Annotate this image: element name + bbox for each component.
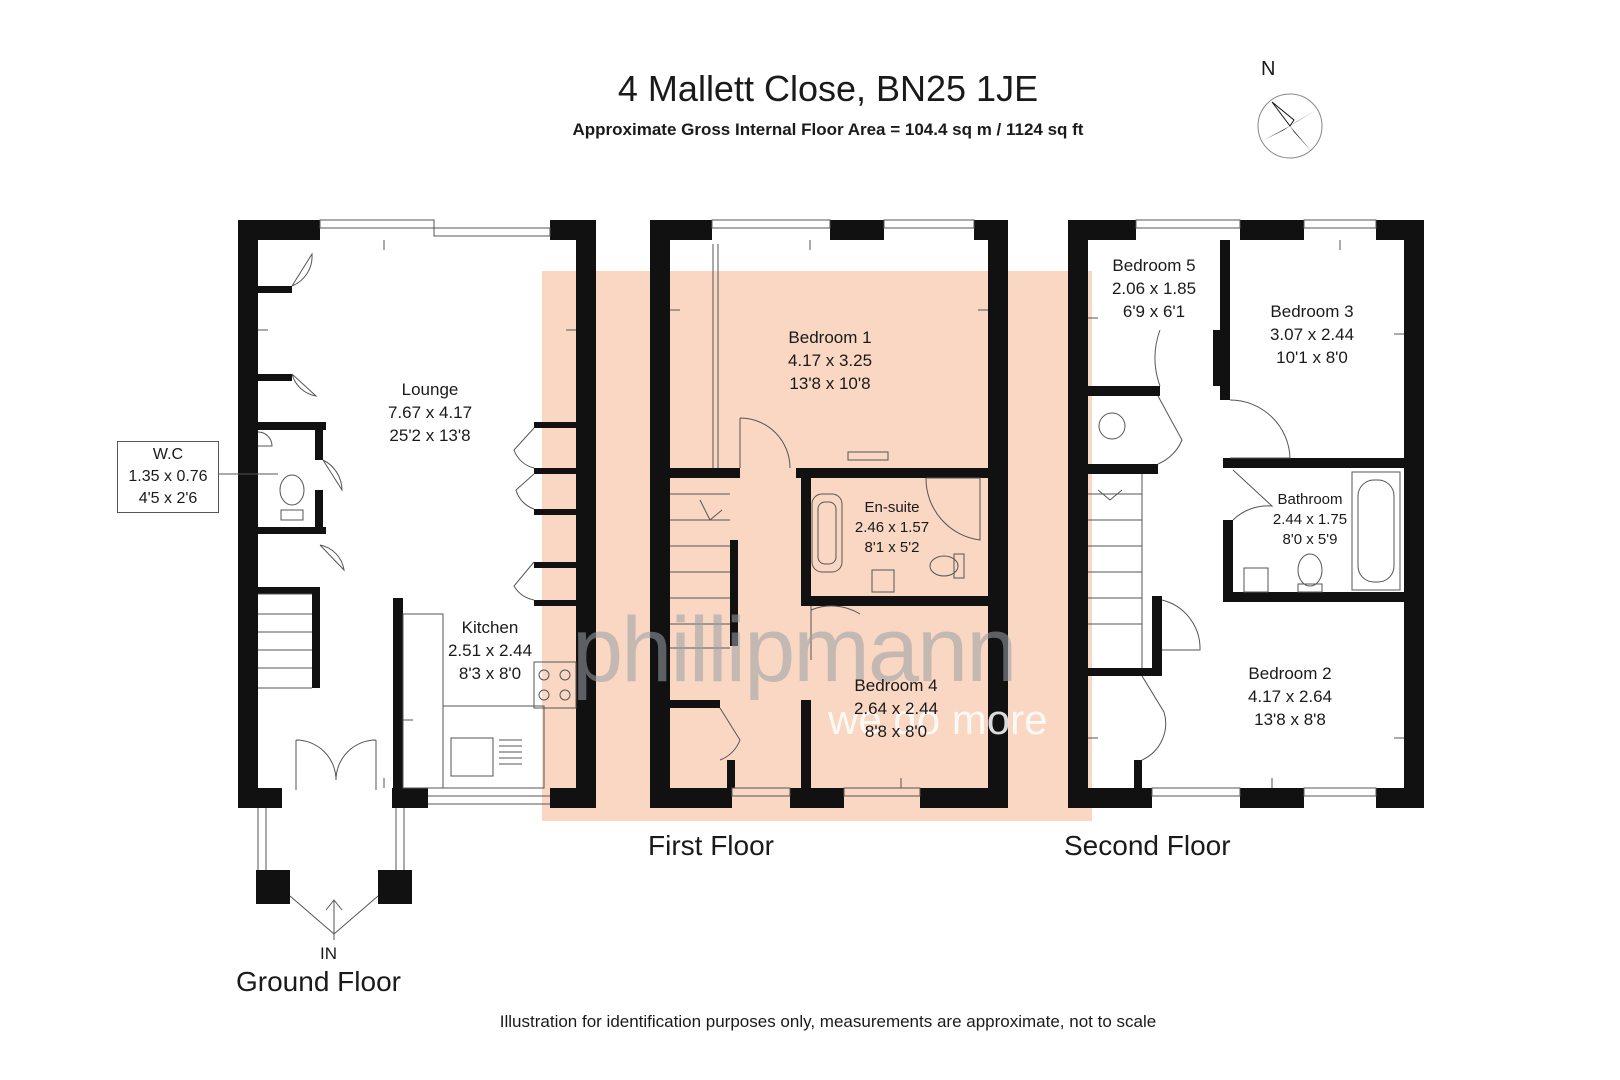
room-ensuite-imperial: 8'1 x 5'2 bbox=[864, 539, 920, 556]
room-bathroom-imperial: 8'0 x 5'9 bbox=[1282, 531, 1338, 548]
room-bedroom4-name: Bedroom 4 bbox=[854, 676, 938, 695]
room-bedroom2-label: Bedroom 2 4.17 x 2.64 13'8 x 8'8 bbox=[1220, 662, 1360, 731]
room-kitchen-label: Kitchen 2.51 x 2.44 8'3 x 8'0 bbox=[420, 616, 560, 685]
watermark-brand: phillipmann bbox=[572, 599, 1017, 701]
room-bedroom1-name: Bedroom 1 bbox=[788, 328, 872, 347]
room-lounge-imperial: 25'2 x 13'8 bbox=[389, 426, 471, 445]
room-lounge-label: Lounge 7.67 x 4.17 25'2 x 13'8 bbox=[360, 378, 500, 447]
room-bathroom-metric: 2.44 x 1.75 bbox=[1272, 511, 1348, 528]
room-bedroom5-label: Bedroom 5 2.06 x 1.85 6'9 x 6'1 bbox=[1086, 254, 1222, 323]
wc-pointer-line bbox=[218, 473, 278, 475]
room-bedroom2-metric: 4.17 x 2.64 bbox=[1247, 687, 1333, 706]
room-bedroom3-metric: 3.07 x 2.44 bbox=[1269, 325, 1355, 344]
page-title: 4 Mallett Close, BN25 1JE bbox=[617, 68, 1039, 109]
room-lounge-metric: 7.67 x 4.17 bbox=[387, 403, 473, 422]
entrance-label: IN bbox=[320, 944, 337, 963]
disclaimer-footer: Illustration for identification purposes… bbox=[499, 1012, 1157, 1031]
room-bedroom5-name: Bedroom 5 bbox=[1112, 256, 1196, 275]
room-bedroom2-name: Bedroom 2 bbox=[1248, 664, 1332, 683]
room-kitchen-imperial: 8'3 x 8'0 bbox=[458, 664, 522, 683]
room-bedroom2-imperial: 13'8 x 8'8 bbox=[1254, 710, 1326, 729]
room-bedroom5-metric: 2.06 x 1.85 bbox=[1111, 279, 1197, 298]
room-bedroom3-imperial: 10'1 x 8'0 bbox=[1276, 348, 1348, 367]
north-label: N bbox=[1261, 58, 1276, 80]
room-bedroom1-label: Bedroom 1 4.17 x 3.25 13'8 x 10'8 bbox=[760, 326, 900, 395]
room-bedroom1-imperial: 13'8 x 10'8 bbox=[789, 374, 871, 393]
room-bedroom5-imperial: 6'9 x 6'1 bbox=[1122, 302, 1186, 321]
room-wc-metric: 1.35 x 0.76 bbox=[128, 468, 208, 485]
room-wc-imperial: 4'5 x 2'6 bbox=[138, 490, 198, 507]
room-bedroom4-imperial: 8'8 x 8'0 bbox=[864, 722, 928, 741]
room-kitchen-metric: 2.51 x 2.44 bbox=[447, 641, 533, 660]
floor-label-ground: Ground Floor bbox=[236, 966, 401, 997]
room-bathroom-label: Bathroom 2.44 x 1.75 8'0 x 5'9 bbox=[1250, 490, 1370, 550]
room-wc-label: W.C 1.35 x 0.76 4'5 x 2'6 bbox=[117, 441, 219, 513]
room-bedroom3-label: Bedroom 3 3.07 x 2.44 10'1 x 8'0 bbox=[1244, 300, 1380, 369]
watermark-tagline: we do more bbox=[828, 696, 1048, 743]
room-bedroom3-name: Bedroom 3 bbox=[1270, 302, 1354, 321]
room-ensuite-label: En-suite 2.46 x 1.57 8'1 x 5'2 bbox=[832, 498, 952, 558]
room-bedroom1-metric: 4.17 x 3.25 bbox=[787, 351, 873, 370]
room-bathroom-name: Bathroom bbox=[1277, 491, 1343, 508]
room-wc-name: W.C bbox=[152, 446, 184, 463]
floor-area-subtitle: Approximate Gross Internal Floor Area = … bbox=[572, 120, 1084, 139]
floor-label-first: First Floor bbox=[648, 830, 774, 861]
room-bedroom4-metric: 2.64 x 2.44 bbox=[853, 699, 939, 718]
floor-label-second: Second Floor bbox=[1064, 830, 1231, 861]
room-ensuite-name: En-suite bbox=[864, 499, 920, 516]
room-bedroom4-label: Bedroom 4 2.64 x 2.44 8'8 x 8'0 bbox=[826, 674, 966, 743]
room-kitchen-name: Kitchen bbox=[461, 618, 519, 637]
room-lounge-name: Lounge bbox=[401, 380, 459, 399]
room-ensuite-metric: 2.46 x 1.57 bbox=[854, 519, 930, 536]
